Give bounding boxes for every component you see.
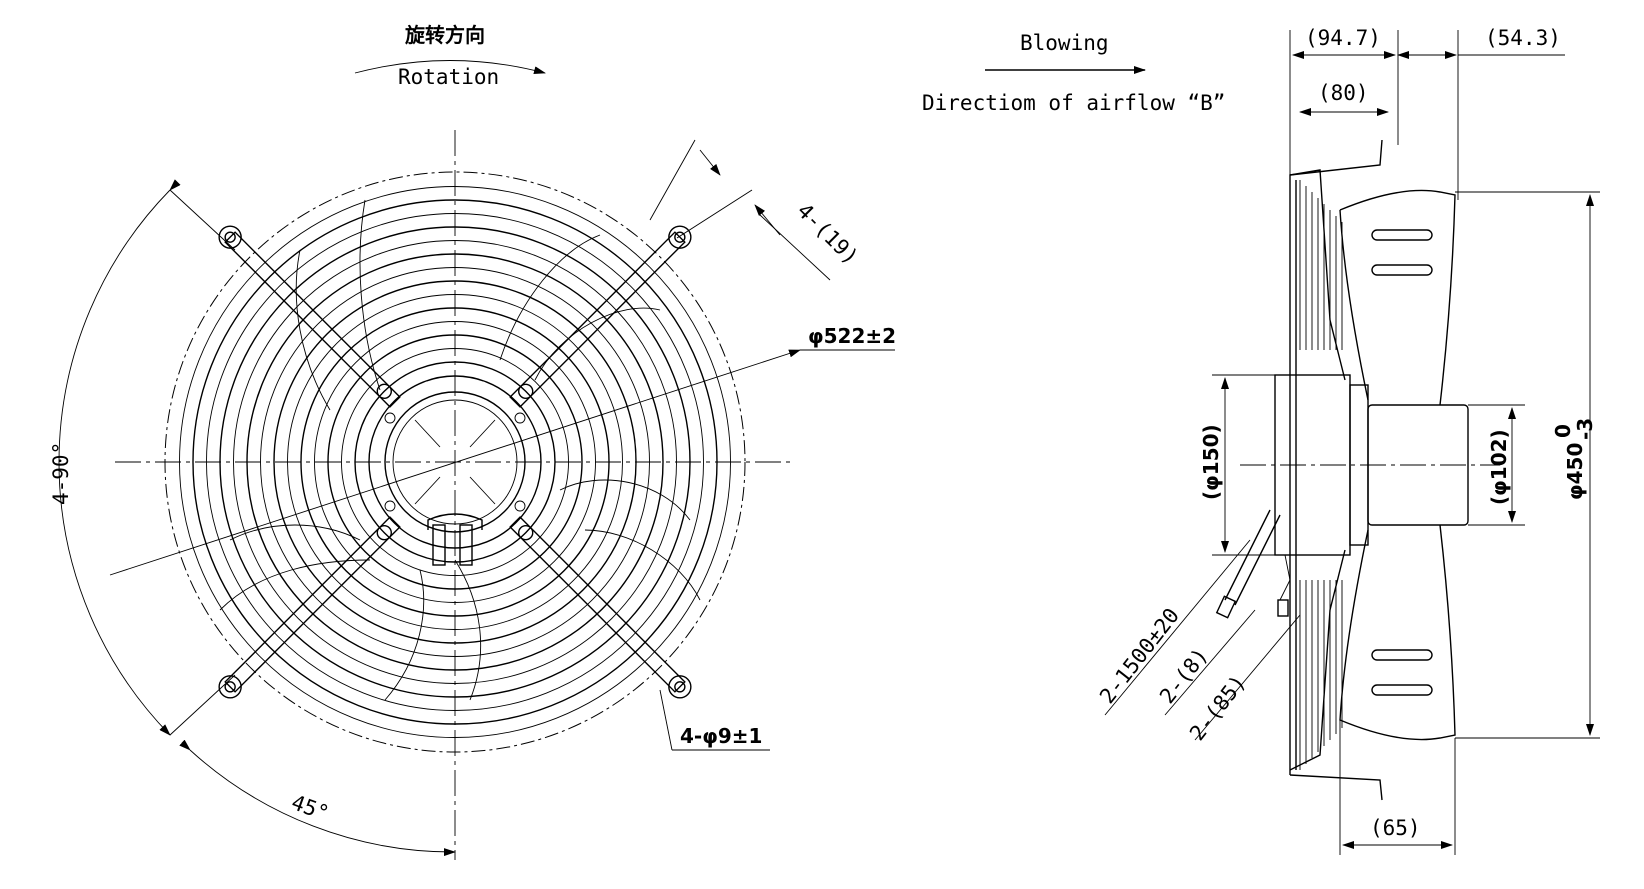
- hub-diameter-label: (φ102): [1487, 429, 1511, 505]
- cable-pos-label: 2-(85): [1185, 671, 1251, 746]
- arm-bolt: [518, 383, 534, 399]
- blade-diameter-label: φ450: [1563, 443, 1587, 500]
- cable-dia-leader: [1164, 609, 1256, 716]
- angle-spacing-label: 4-90°: [49, 442, 73, 505]
- blade-tolerance-upper: 0: [1551, 424, 1575, 438]
- front-depth-label: (54.3): [1485, 26, 1561, 50]
- angle-arc-90: [58, 179, 181, 736]
- mounting-arm: [509, 516, 686, 693]
- guard-depth-label: (94.7): [1305, 26, 1381, 50]
- mount-holes-label: 4-φ9±1: [680, 724, 762, 748]
- arm-bolt: [376, 383, 392, 399]
- mount-hole: [218, 675, 242, 699]
- mount-hole: [668, 225, 692, 249]
- mounting-arm: [509, 231, 686, 408]
- mount-hole-leader: [659, 689, 673, 751]
- front-view: φ522±2 4-(19) 4-90° 45° 4-φ9±1 旋转方向 Rota…: [49, 23, 896, 860]
- hub-details: [384, 412, 526, 566]
- diameter-leader-line: [109, 349, 801, 576]
- arm-bolt: [376, 525, 392, 541]
- arm-width-dimension: 4-(19): [649, 139, 863, 281]
- mounting-arm: [224, 516, 401, 693]
- airflow-blowing-label: Blowing: [1020, 31, 1109, 55]
- motor-diameter-label: (φ150): [1199, 424, 1223, 500]
- mount-hole-inner: [674, 681, 686, 693]
- cable-length-leader: [1104, 539, 1251, 716]
- cable-assembly: 2-1500±20 2-(8) 2-(85): [1095, 509, 1301, 746]
- ring-depth-label: (80): [1318, 81, 1369, 105]
- cable-pos-leader: [1194, 614, 1301, 741]
- mounting-arm: [224, 231, 401, 408]
- blade-outlines: [219, 199, 701, 701]
- angle-arc-45: [179, 739, 456, 857]
- cable-gland-right: [459, 524, 473, 566]
- outer-diameter-label: φ522±2: [808, 324, 896, 348]
- mount-hole-inner: [224, 231, 236, 243]
- blade-slots: [1371, 229, 1433, 696]
- arm-bolt: [518, 525, 534, 541]
- mount-hole-inner: [224, 681, 236, 693]
- blade-tolerance-lower: -3: [1573, 418, 1597, 440]
- angle-offset-label: 45°: [288, 790, 332, 826]
- cable-dia-label: 2-(8): [1155, 643, 1213, 708]
- mount-hole-inner: [674, 231, 686, 243]
- guard-side-rings: [1299, 180, 1343, 770]
- mounting-arms: [218, 225, 692, 699]
- blade-side: [1339, 189, 1456, 741]
- mount-hole: [668, 675, 692, 699]
- rotation-cn-label: 旋转方向: [404, 23, 485, 47]
- side-view: Blowing Directiom of airflow “B” (94.7) …: [922, 26, 1600, 855]
- cable-gland-left: [432, 524, 446, 566]
- rotation-en-label: Rotation: [398, 65, 499, 89]
- arm-width-label: 4-(19): [792, 199, 863, 270]
- mount-hole: [218, 225, 242, 249]
- rotation-arrow: [354, 60, 546, 75]
- airflow-direction-label: Directiom of airflow “B”: [922, 91, 1225, 115]
- blade-depth-label: (65): [1370, 816, 1421, 840]
- top-dimensions: (94.7) (54.3) (80): [1289, 26, 1565, 200]
